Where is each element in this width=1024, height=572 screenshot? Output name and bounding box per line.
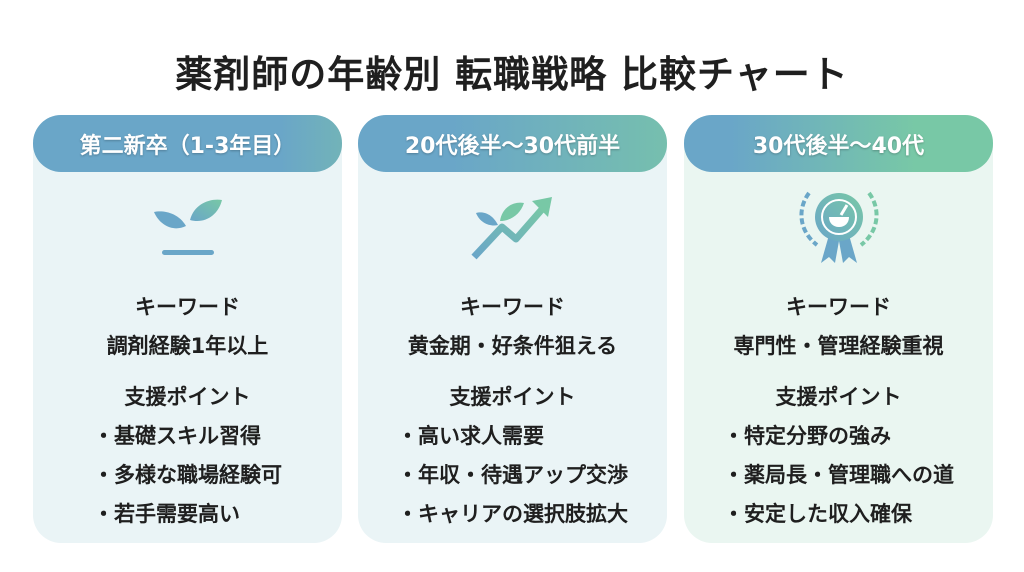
support-point: ・特定分野の強み xyxy=(723,424,891,448)
support-label: 支援ポイント xyxy=(124,385,251,409)
page-title: 薬剤師の年齢別 転職戦略 比較チャート xyxy=(175,53,849,96)
support-point: ・安定した収入確保 xyxy=(723,502,912,526)
sprout-icon xyxy=(33,180,342,270)
keyword: 黄金期・好条件狙える xyxy=(407,334,618,358)
card-header: 20代後半〜30代前半 xyxy=(358,115,667,172)
support-point: ・年収・待遇アップ交渉 xyxy=(397,463,628,487)
support-label: 支援ポイント xyxy=(449,385,576,409)
keyword: 専門性・管理経験重視 xyxy=(733,334,944,358)
support-point: ・薬局長・管理職への道 xyxy=(723,463,954,487)
card-late20s-early30s: 20代後半〜30代前半 キーワード 黄金期・好条件狙える 支援ポイント ・高い求… xyxy=(358,115,667,543)
keyword: 調剤経験1年以上 xyxy=(106,334,269,358)
support-label: 支援ポイント xyxy=(775,385,902,409)
card-header: 第二新卒（1-3年目） xyxy=(33,115,342,172)
award-badge-icon xyxy=(684,180,993,270)
keyword-label: キーワード xyxy=(135,295,240,319)
card-header: 30代後半〜40代 xyxy=(684,115,993,172)
support-point: ・高い求人需要 xyxy=(397,424,544,448)
keyword-label: キーワード xyxy=(786,295,891,319)
card-late30s-40s: 30代後半〜40代 キーワード 専門性・管理経験重視 支援ポイント ・特定分野の… xyxy=(684,115,993,543)
keyword-label: キーワード xyxy=(460,295,565,319)
growth-arrow-icon xyxy=(358,180,667,270)
support-point: ・キャリアの選択肢拡大 xyxy=(397,502,628,526)
support-point: ・若手需要高い xyxy=(93,502,240,526)
card-second-new-grad: 第二新卒（1-3年目） キーワード 調剤経験1年以上 支援ポイント ・基礎スキル… xyxy=(33,115,342,543)
support-point: ・多様な職場経験可 xyxy=(93,463,282,487)
support-point: ・基礎スキル習得 xyxy=(93,424,261,448)
